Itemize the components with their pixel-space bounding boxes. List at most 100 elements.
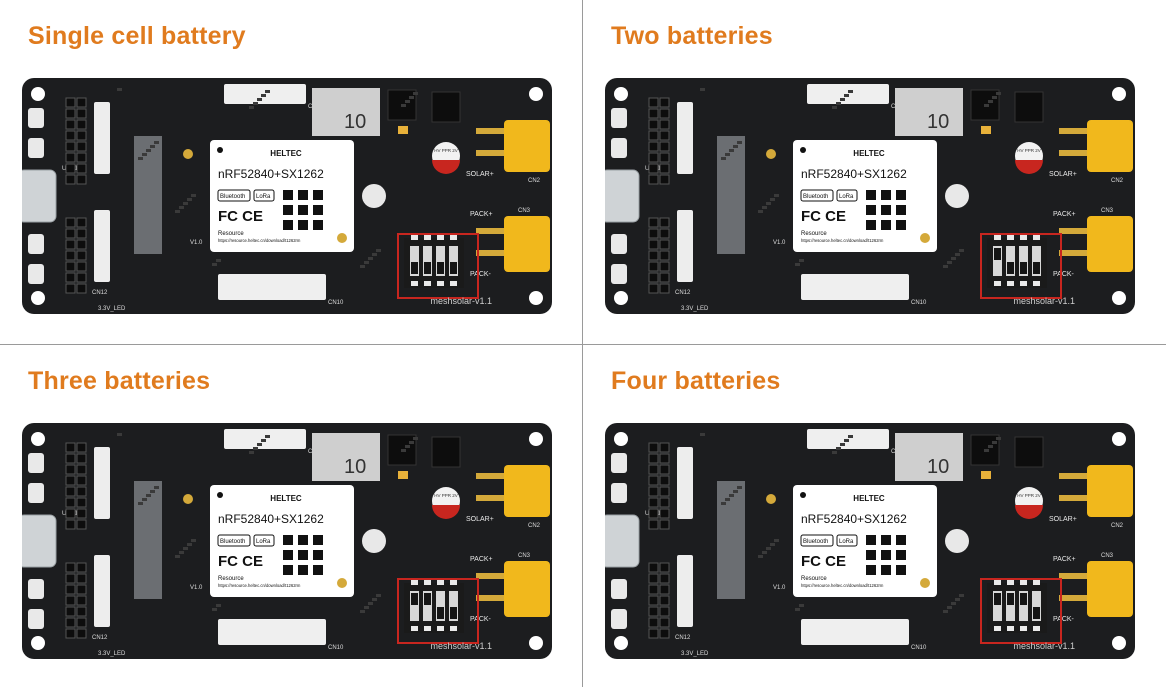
header-pin bbox=[648, 152, 659, 163]
smd-component bbox=[138, 502, 143, 505]
dip-pad bbox=[437, 580, 444, 585]
qr-cell bbox=[871, 220, 876, 225]
led bbox=[398, 126, 408, 134]
module-chip: nRF52840+SX1262 bbox=[801, 167, 907, 181]
resource-label: Resource bbox=[801, 576, 827, 582]
qr-cell bbox=[313, 550, 318, 555]
dip-toggle-off bbox=[424, 262, 431, 274]
qr-cell bbox=[288, 565, 293, 570]
qr-cell bbox=[318, 540, 323, 545]
smd-component bbox=[988, 445, 993, 448]
module-chip: nRF52840+SX1262 bbox=[801, 512, 907, 526]
qr-cell bbox=[886, 540, 891, 545]
qr-cell bbox=[896, 195, 901, 200]
qr-cell bbox=[866, 555, 871, 560]
qr-cell bbox=[881, 535, 886, 540]
pack-plus-label: PACK+ bbox=[1053, 211, 1076, 218]
solar-connector bbox=[504, 120, 550, 172]
qr-cell bbox=[866, 225, 871, 230]
header-pin bbox=[648, 584, 659, 595]
pack-minus-label: PACK- bbox=[1053, 271, 1075, 278]
module-brand: HELTEC bbox=[853, 494, 885, 503]
dip-pad bbox=[437, 235, 444, 240]
battery-clip-label: 10 bbox=[344, 456, 366, 478]
led bbox=[981, 126, 991, 134]
usb-port bbox=[605, 514, 640, 568]
dip-toggle-on bbox=[1020, 593, 1027, 605]
dip-switch bbox=[987, 580, 1047, 633]
pack-connector bbox=[1087, 216, 1133, 272]
led-label: 3.3V_LED bbox=[681, 651, 709, 657]
module-chip: nRF52840+SX1262 bbox=[218, 167, 324, 181]
pack-pin bbox=[476, 595, 504, 601]
header-pin bbox=[76, 283, 87, 294]
qr-code bbox=[866, 535, 906, 575]
dip-pad bbox=[1007, 281, 1014, 286]
smd-component bbox=[413, 92, 418, 95]
pack-minus-label: PACK- bbox=[470, 271, 492, 278]
qr-cell bbox=[283, 535, 288, 540]
header-pin bbox=[648, 508, 659, 519]
qr-cell bbox=[318, 190, 323, 195]
qr-cell bbox=[303, 550, 308, 555]
panel-two-batteries: Two batteries USB1CN123.3V_LEDCN510HELTE… bbox=[583, 0, 1165, 343]
jst-connector bbox=[677, 447, 693, 519]
qr-cell bbox=[881, 540, 886, 545]
header-pin bbox=[659, 497, 670, 508]
header-pin bbox=[648, 573, 659, 584]
qr-cell bbox=[303, 210, 308, 215]
pcb-board: USB1CN123.3V_LEDCN510HELTECnRF52840+SX12… bbox=[22, 78, 552, 314]
cn12-label: CN12 bbox=[675, 290, 691, 296]
header-pin bbox=[65, 442, 76, 453]
battery-clip-label: 10 bbox=[927, 111, 949, 133]
chip bbox=[431, 91, 461, 123]
header-pin bbox=[65, 464, 76, 475]
qr-cell bbox=[318, 555, 323, 560]
qr-cell bbox=[866, 565, 871, 570]
header-pin bbox=[648, 519, 659, 530]
qr-cell bbox=[886, 565, 891, 570]
cn3-label: CN3 bbox=[1101, 553, 1114, 559]
solar-pin bbox=[476, 495, 504, 501]
qr-cell bbox=[318, 225, 323, 230]
smd-component bbox=[257, 443, 262, 446]
header-pin bbox=[648, 475, 659, 486]
qr-cell bbox=[896, 565, 901, 570]
header-pin bbox=[659, 250, 670, 261]
pcb-board: USB1CN123.3V_LEDCN510HELTECnRF52840+SX12… bbox=[22, 423, 552, 659]
header-pin bbox=[76, 464, 87, 475]
smd-component bbox=[848, 435, 853, 438]
dip-toggle-off bbox=[1007, 262, 1014, 274]
header-pin bbox=[65, 486, 76, 497]
dip-pad bbox=[437, 626, 444, 631]
header-pin bbox=[648, 97, 659, 108]
header-pin bbox=[648, 250, 659, 261]
qr-cell bbox=[303, 540, 308, 545]
module-version: V1.0 bbox=[190, 240, 203, 246]
header-pin bbox=[648, 464, 659, 475]
module-brand: HELTEC bbox=[270, 494, 302, 503]
qr-cell bbox=[298, 220, 303, 225]
badge-bluetooth bbox=[800, 534, 834, 547]
module-dot bbox=[800, 492, 806, 498]
qr-cell bbox=[901, 570, 906, 575]
solar-pin bbox=[1059, 495, 1087, 501]
qr-cell bbox=[313, 225, 318, 230]
smd-component bbox=[360, 610, 365, 613]
solar-label: SOLAR+ bbox=[1049, 171, 1077, 178]
header-pin bbox=[659, 174, 670, 185]
qr-cell bbox=[298, 540, 303, 545]
chip bbox=[970, 89, 1000, 121]
cn2-label: CN2 bbox=[528, 523, 541, 529]
dip-toggle-on bbox=[411, 593, 418, 605]
smd-component bbox=[191, 194, 196, 197]
smd-component bbox=[762, 206, 767, 209]
smd-component bbox=[737, 141, 742, 144]
smd-component bbox=[265, 435, 270, 438]
jst-connector bbox=[677, 210, 693, 282]
smd-component bbox=[261, 94, 266, 97]
mounting-hole bbox=[1112, 432, 1126, 446]
qr-cell bbox=[871, 190, 876, 195]
qr-cell bbox=[283, 225, 288, 230]
pack-plus-label: PACK+ bbox=[470, 211, 493, 218]
